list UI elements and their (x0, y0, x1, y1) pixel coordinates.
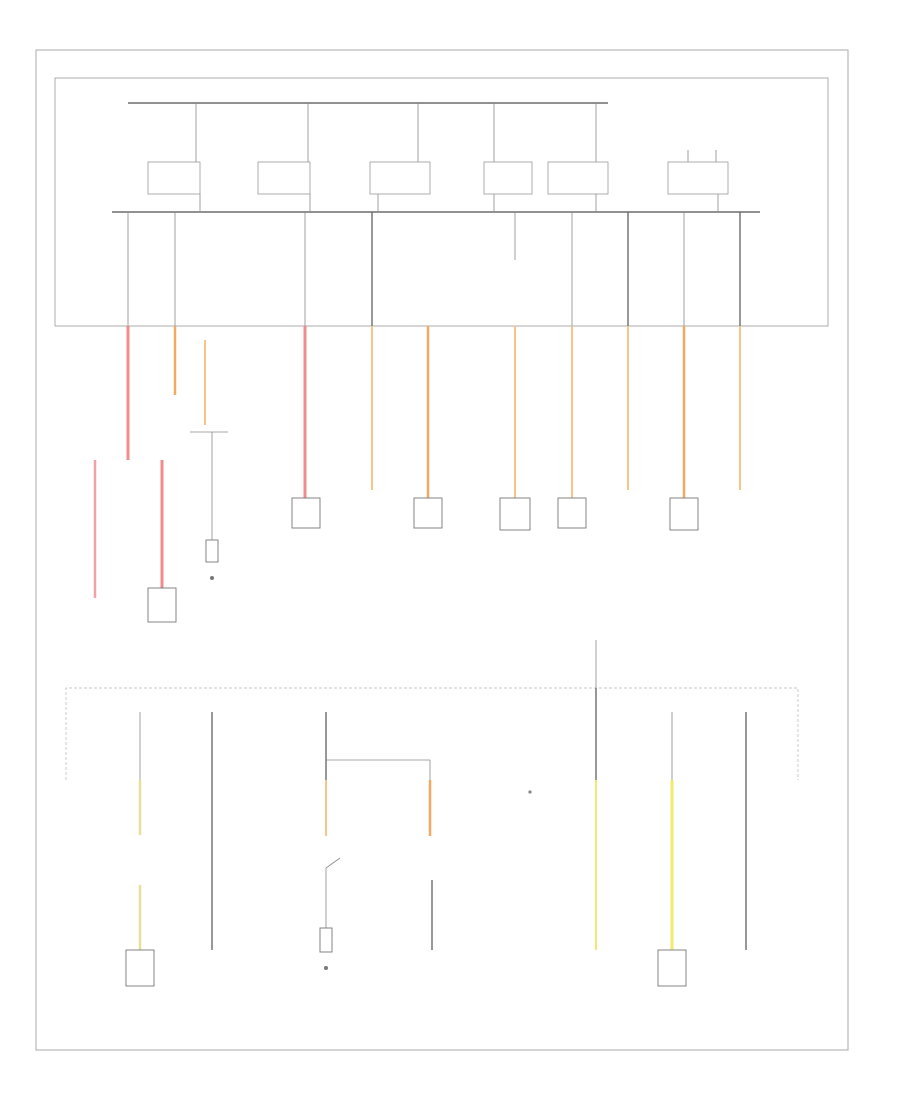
page-frame (35, 49, 849, 1051)
component-2 (291, 497, 321, 529)
component-3 (413, 497, 443, 529)
switch-assembly (190, 431, 228, 580)
relay-4 (483, 161, 533, 195)
component-7 (125, 949, 155, 987)
relay-5 (547, 161, 609, 195)
relay-2 (257, 161, 311, 195)
fuse-drops (127, 212, 741, 326)
underhood-fuse-block (54, 77, 829, 327)
component-6 (669, 497, 699, 531)
lower-drops (139, 688, 747, 950)
relay-6 (667, 161, 729, 195)
relay-feeds (195, 103, 717, 162)
lower-wires (138, 780, 674, 950)
lower-switch-assembly (319, 857, 433, 970)
upper-components (147, 497, 699, 623)
relay-1 (147, 161, 201, 195)
lower-fuse-block (65, 687, 799, 780)
lower-components (125, 949, 687, 987)
component-8 (657, 949, 687, 987)
upper-wires (93, 326, 741, 598)
relay-row (147, 161, 729, 195)
component-4 (499, 497, 531, 531)
component-5 (557, 497, 587, 529)
component-1 (147, 587, 177, 623)
relay-3 (369, 161, 431, 195)
